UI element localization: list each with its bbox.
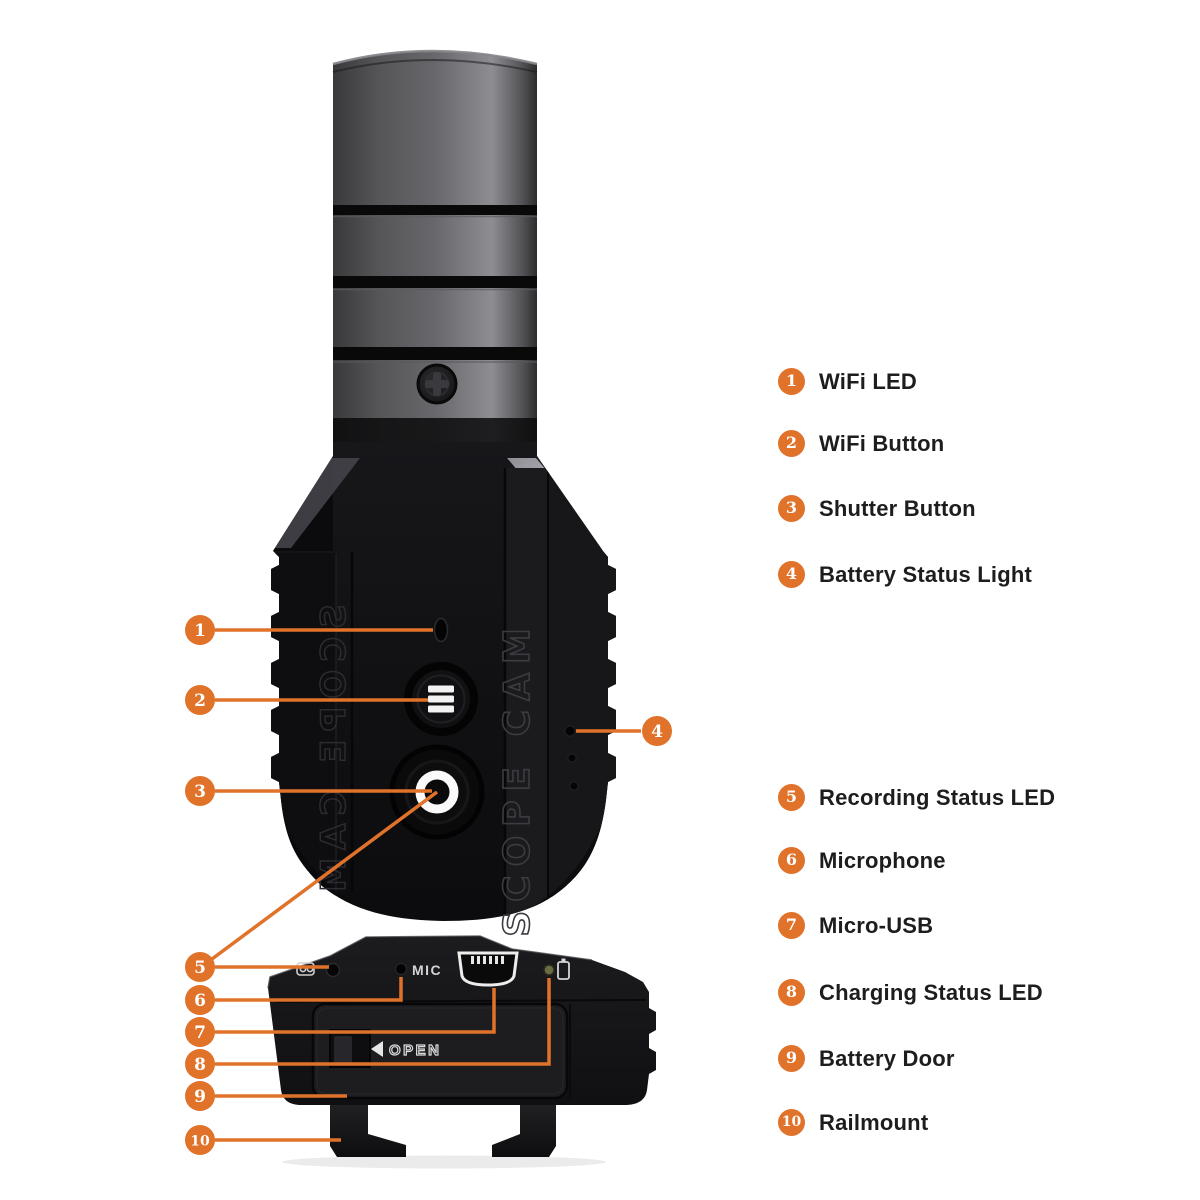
right-edge-band [548,468,616,921]
bottom-base-unit: OPEN MIC [267,935,656,1169]
callout-badge-9: 9 [185,1081,215,1111]
svg-text:5: 5 [194,958,206,978]
scope-barrel [332,49,538,452]
callout-badge-10: 10 [185,1125,215,1155]
open-label: OPEN [389,1042,442,1059]
callout-line-7 [215,988,496,1034]
legend-item-charging-status-led: 8 Charging Status LED [778,979,1043,1006]
microphone-hole [394,962,408,976]
svg-text:8: 8 [194,1055,206,1075]
battery-status-lights [564,725,579,791]
legend-item-railmount: 10 Railmount [778,1109,928,1136]
open-arrow-icon [371,1041,383,1057]
svg-text:4: 4 [651,722,663,742]
ground-shadow [282,1155,606,1169]
legend-label: WiFi Button [819,430,945,456]
legend-label: Battery Status Light [819,561,1033,587]
legend-item-wifi-led: 1 WiFi LED [778,368,917,395]
legend-item-recording-status-led: 5 Recording Status LED [778,784,1055,811]
callout-badge-5: 5 [185,952,215,982]
legend-badge: 1 [778,368,805,395]
legend-label: Microphone [819,847,946,873]
legend-label: Recording Status LED [819,784,1056,810]
legend-item-shutter-button: 3 Shutter Button [778,495,976,522]
wifi-led [433,617,449,643]
legend-badge: 8 [778,979,805,1006]
legend-item-microphone: 6 Microphone [778,847,946,874]
callout-badge-7: 7 [185,1017,215,1047]
callout-badge-3: 3 [185,776,215,806]
battery-door: OPEN [311,1002,571,1100]
callout-badge-1: 1 [185,615,215,645]
callout-line-5-diagonal [210,790,439,961]
legend-badge: 7 [778,912,805,939]
svg-text:10: 10 [190,1134,210,1150]
rail-foot-right [492,1100,556,1157]
barrel-rings [333,205,537,363]
base-top-rim [267,935,593,989]
callout-lines [210,628,641,1142]
callout-line-8 [215,978,551,1066]
camera-body: SCOPE CAM SCOPE CAM [271,442,616,938]
legend-item-micro-usb: 7 Micro-USB [778,912,933,939]
legend-label: Shutter Button [819,495,976,521]
right-brand-band [505,468,548,921]
legend-badge: 4 [778,561,805,588]
battery-icon [557,958,570,980]
legend-badge: 3 [778,495,805,522]
svg-text:9: 9 [194,1087,206,1107]
callout-badges: 1 2 3 4 5 6 7 8 [185,615,672,1155]
legend-label: WiFi LED [819,368,917,394]
barrel-top-rim [332,49,538,66]
callout-badge-2: 2 [185,685,215,715]
callout-line-6 [215,977,403,1002]
legend-badge: 5 [778,784,805,811]
legend-badge: 10 [778,1109,805,1136]
micro-usb-port [457,951,519,987]
legend-label: Charging Status LED [819,979,1043,1005]
legend-label: Battery Door [819,1045,955,1071]
legend-label: Railmount [819,1109,929,1135]
legend-badge: 6 [778,847,805,874]
legend-item-battery-door: 9 Battery Door [778,1045,955,1072]
svg-text:7: 7 [194,1023,206,1043]
battery-door-latch [329,1029,371,1068]
brand-text-left-mirrored: SCOPE CAM [314,604,354,899]
legend-badge: 9 [778,1045,805,1072]
legend-label: Micro-USB [819,912,934,938]
mic-label: MIC [412,962,442,978]
brand-text-right: SCOPE CAM [497,619,538,937]
svg-text:3: 3 [194,782,206,802]
barrel-screw [416,363,458,405]
callout-badge-6: 6 [185,985,215,1015]
wifi-button-bars-icon [428,685,454,713]
legend-badge: 2 [778,430,805,457]
callout-badge-8: 8 [185,1049,215,1079]
legend-item-wifi-button: 2 WiFi Button [778,430,944,457]
recording-status-led [325,962,341,978]
rail-mount [330,1100,556,1157]
legend-item-battery-status-light: 4 Battery Status Light [778,561,1032,588]
svg-text:6: 6 [194,991,206,1011]
svg-text:1: 1 [194,621,206,641]
callout-badge-4: 4 [642,716,672,746]
rail-foot-left [330,1100,406,1157]
charging-status-led [543,964,555,976]
svg-text:2: 2 [194,691,206,711]
